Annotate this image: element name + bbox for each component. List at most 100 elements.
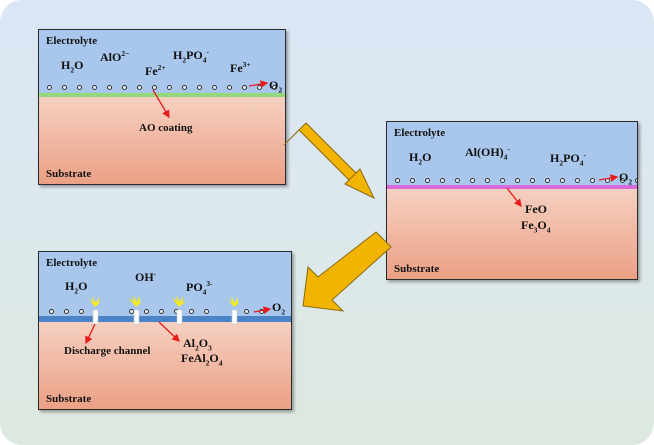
electrolyte-label: Electrolyte: [394, 127, 446, 139]
oxygen-bubble: [144, 309, 149, 314]
o2-release-arrow: [248, 80, 269, 88]
oxygen-bubble: [425, 178, 430, 183]
spark-icon: [172, 295, 189, 307]
flow-arrow-1-icon: [283, 122, 376, 200]
spark-icon: [129, 295, 145, 307]
oxygen-bubble: [590, 178, 595, 183]
iron-oxide-layer: [387, 185, 637, 189]
oxygen-bubble: [122, 85, 127, 90]
product-fe3o4: Fe3O4: [521, 218, 551, 235]
panel3-graphics: [85, 295, 272, 345]
substrate-region: [39, 97, 285, 184]
coating-pointer-arrow: [152, 89, 170, 119]
species-h2po4: H2PO4-: [173, 47, 210, 65]
substrate-region: [39, 322, 291, 409]
o2-label: O2: [619, 170, 633, 187]
oxygen-bubble: [410, 178, 415, 183]
oxygen-bubble: [92, 85, 97, 90]
spark-icon: [228, 296, 243, 307]
oxygen-bubble: [515, 178, 520, 183]
species-fe2: Fe2+: [145, 63, 166, 78]
oxygen-bubble: [47, 85, 52, 90]
oxygen-bubble: [635, 178, 637, 183]
product-feal2o4: FeAl2O4: [181, 351, 223, 368]
oxygen-bubble: [62, 85, 67, 90]
o2-label: O2: [272, 300, 286, 317]
discharge-channel: [129, 295, 145, 325]
oxygen-bubble: [159, 309, 164, 314]
electrolyte-label: Electrolyte: [46, 35, 98, 47]
panel-discharge: Electrolyte Substrate H2O OH- PO43- O2 D…: [38, 251, 292, 410]
o2-label: O2: [269, 78, 283, 95]
discharge-channel: [172, 295, 189, 325]
electrolyte-region: [387, 122, 637, 185]
panel-iron-oxide: Electrolyte Substrate H2O Al(OH)4- H2PO4…: [386, 121, 638, 280]
oxygen-bubble: [189, 309, 194, 314]
species-h2o: H2O: [65, 279, 88, 296]
oxygen-bubbles: [47, 85, 285, 90]
panel1-arrows: [152, 80, 269, 119]
species-alo2: AlO2−: [100, 49, 130, 64]
oxygen-bubble: [560, 178, 565, 183]
oxygen-bubble: [485, 178, 490, 183]
oxygen-bubbles: [189, 309, 219, 314]
oxygen-bubble: [182, 85, 187, 90]
oxygen-bubble: [137, 85, 142, 90]
product-al2o3: Al2O3: [183, 336, 212, 353]
species-po4: PO43-: [186, 279, 213, 297]
oxygen-bubble: [530, 178, 535, 183]
species-fe3: Fe3+: [230, 60, 251, 75]
species-oh: OH-: [135, 269, 157, 284]
substrate-label: Substrate: [46, 393, 92, 405]
electrolyte-region: [39, 30, 285, 93]
oxygen-bubble: [79, 309, 84, 314]
oxygen-bubble: [455, 178, 460, 183]
species-h2po4: H2PO4-: [550, 150, 587, 168]
oxygen-bubble: [204, 309, 209, 314]
species-h2o: H2O: [61, 58, 84, 75]
ao-coating-label: AO coating: [139, 122, 193, 134]
oxygen-bubble: [395, 178, 400, 183]
oxygen-bubble: [107, 85, 112, 90]
oxygen-bubbles: [395, 178, 637, 183]
oxygen-bubble: [545, 178, 550, 183]
spark-icon: [89, 296, 104, 307]
oxygen-bubble: [129, 309, 134, 314]
oxygen-bubble: [49, 309, 54, 314]
oxygen-bubbles: [49, 309, 94, 314]
ao-coating-layer: [39, 93, 285, 97]
discharge-oxide-layer: [39, 316, 291, 322]
discharge-channel: [89, 296, 104, 325]
oxygen-bubble: [197, 85, 202, 90]
channel-pointer-arrow: [85, 323, 96, 345]
o2-release-arrow: [598, 174, 619, 182]
oxygen-bubble: [167, 85, 172, 90]
oxygen-bubble: [620, 178, 625, 183]
product-feo: FeO: [525, 202, 547, 216]
substrate-label: Substrate: [394, 263, 440, 275]
oxide-pointer-arrow: [158, 321, 180, 342]
oxygen-bubble: [227, 85, 232, 90]
oxygen-bubble: [575, 178, 580, 183]
oxygen-bubble: [500, 178, 505, 183]
oxygen-bubble: [440, 178, 445, 183]
oxygen-bubble: [212, 85, 217, 90]
oxygen-bubble: [242, 85, 247, 90]
oxygen-bubble: [272, 85, 277, 90]
electrolyte-region: [39, 252, 291, 316]
discharge-channel: [228, 296, 243, 325]
panel-ao-coating: Electrolyte Substrate H2O AlO2− H2PO4- F…: [38, 29, 286, 185]
substrate-label: Substrate: [46, 168, 92, 180]
flow-arrow-2-icon: [302, 231, 392, 312]
species-aloh4: Al(OH)4-: [465, 144, 510, 162]
panel2-arrows: [506, 174, 619, 208]
oxygen-bubble: [470, 178, 475, 183]
oxygen-bubble: [77, 85, 82, 90]
oxygen-bubble: [152, 85, 157, 90]
electrolyte-label: Electrolyte: [46, 257, 98, 269]
oxide-pointer-arrow: [506, 187, 522, 208]
oxygen-bubble: [64, 309, 69, 314]
substrate-region: [387, 189, 637, 279]
